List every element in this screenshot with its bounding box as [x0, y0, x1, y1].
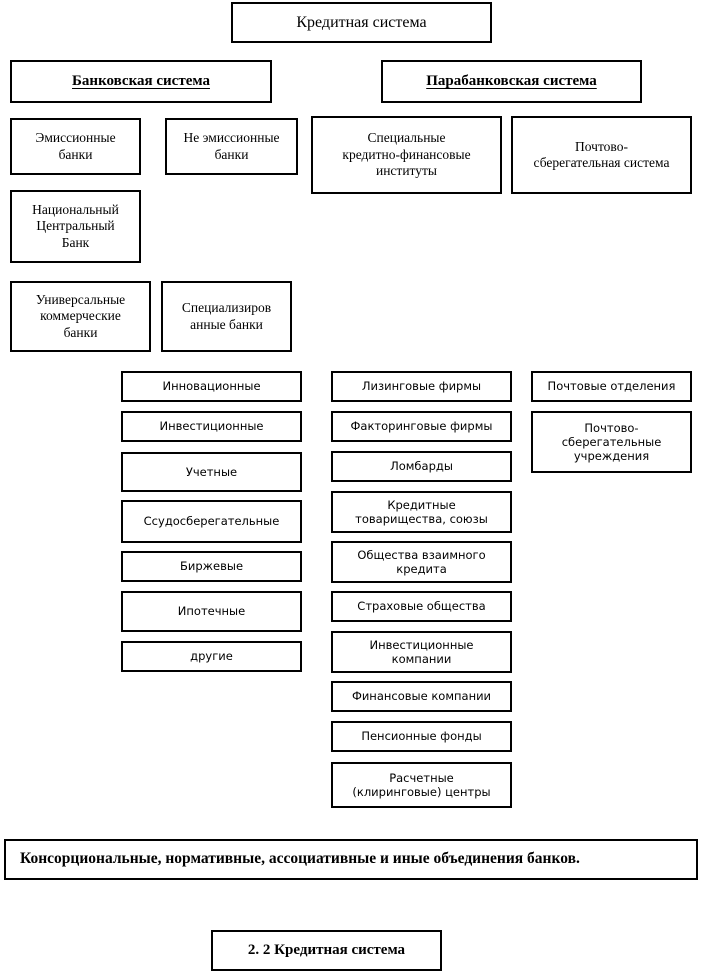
list-item-insurance-societies: Страховые общества: [331, 591, 512, 622]
tier-box-universal-commercial-banks: Универсальные коммерческие банки: [10, 281, 151, 352]
list-item-investment-banks: Инвестиционные: [121, 411, 302, 442]
system-box-banking: Банковская система: [10, 60, 272, 103]
diagram-title-box: Кредитная система: [231, 2, 492, 43]
tier-box-national-central-bank-label: Национальный Центральный Банк: [32, 201, 119, 250]
list-item-label: другие: [190, 649, 233, 664]
list-item-pension-funds: Пенсионные фонды: [331, 721, 512, 752]
list-item-savings-and-loan-banks: Ссудосберегательные: [121, 500, 302, 543]
list-item-label: Факторинговые фирмы: [350, 419, 493, 434]
list-item-post-offices: Почтовые отделения: [531, 371, 692, 402]
list-item-credit-partnerships-unions: Кредитные товарищества, союзы: [331, 491, 512, 533]
tier-box-specialized-banks-label: Специализиров анные банки: [181, 300, 272, 332]
list-item-label: Инвестиционные: [159, 419, 264, 434]
list-item-label: Почтовые отделения: [547, 379, 676, 394]
list-item-label: Ссудосберегательные: [143, 514, 280, 529]
tier-box-non-emission-banks: Не эмиссионные банки: [165, 118, 298, 175]
figure-caption-box: 2. 2 Кредитная система: [211, 930, 442, 971]
list-item-label: Инновационные: [162, 379, 261, 394]
list-item-mortgage-banks: Ипотечные: [121, 591, 302, 632]
list-item-label: Финансовые компании: [351, 689, 492, 704]
list-item-label: Пенсионные фонды: [361, 729, 482, 744]
tier-box-national-central-bank: Национальный Центральный Банк: [10, 190, 141, 263]
list-item-label: Кредитные товарищества, союзы: [355, 497, 488, 526]
list-item-label: Ломбарды: [390, 459, 453, 474]
list-item-factoring-firms: Факторинговые фирмы: [331, 411, 512, 442]
list-item-label: Страховые общества: [357, 599, 486, 614]
list-item-label: Биржевые: [179, 559, 244, 574]
list-item-accounting-banks: Учетные: [121, 452, 302, 492]
system-box-banking-label: Банковская система: [72, 73, 210, 90]
associations-bar: Консорциональные, нормативные, ассоциати…: [4, 839, 698, 880]
tier-box-postal-savings-system-label: Почтово- сберегательная система: [533, 138, 670, 170]
tier-box-specialized-banks: Специализиров анные банки: [161, 281, 292, 352]
list-item-label: Ипотечные: [177, 604, 246, 619]
list-item-label: Инвестиционные компании: [369, 637, 474, 666]
tier-box-emission-banks: Эмиссионные банки: [10, 118, 141, 175]
figure-caption-label: 2. 2 Кредитная система: [247, 942, 406, 959]
tier-box-emission-banks-label: Эмиссионные банки: [35, 130, 116, 162]
list-item-clearing-centers: Расчетные (клиринговые) центры: [331, 762, 512, 808]
list-item-label: Почтово- сберегательные учреждения: [561, 420, 662, 463]
tier-box-special-credit-financial-institutions-label: Специальные кредитно-финансовые институт…: [342, 130, 471, 179]
list-item-financial-companies: Финансовые компании: [331, 681, 512, 712]
list-item-pawnshops: Ломбарды: [331, 451, 512, 482]
list-item-investment-companies: Инвестиционные компании: [331, 631, 512, 673]
tier-box-postal-savings-system: Почтово- сберегательная система: [511, 116, 692, 194]
associations-bar-label: Консорциональные, нормативные, ассоциати…: [20, 850, 580, 868]
tier-box-non-emission-banks-label: Не эмиссионные банки: [183, 130, 280, 162]
list-item-label: Лизинговые фирмы: [361, 379, 482, 394]
diagram-title-label: Кредитная система: [296, 13, 427, 31]
list-item-leasing-firms: Лизинговые фирмы: [331, 371, 512, 402]
tier-box-universal-commercial-banks-label: Универсальные коммерческие банки: [35, 291, 126, 340]
system-box-parabanking: Парабанковская система: [381, 60, 642, 103]
list-item-label: Общества взаимного кредита: [357, 547, 486, 576]
list-item-postal-savings-institutions: Почтово- сберегательные учреждения: [531, 411, 692, 473]
list-item-label: Учетные: [185, 464, 238, 479]
system-box-parabanking-label: Парабанковская система: [426, 73, 597, 90]
list-item-label: Расчетные (клиринговые) центры: [352, 770, 491, 799]
list-item-other-banks: другие: [121, 641, 302, 672]
tier-box-special-credit-financial-institutions: Специальные кредитно-финансовые институт…: [311, 116, 502, 194]
list-item-innovative-banks: Инновационные: [121, 371, 302, 402]
list-item-mutual-credit-societies: Общества взаимного кредита: [331, 541, 512, 583]
list-item-exchange-banks: Биржевые: [121, 551, 302, 582]
